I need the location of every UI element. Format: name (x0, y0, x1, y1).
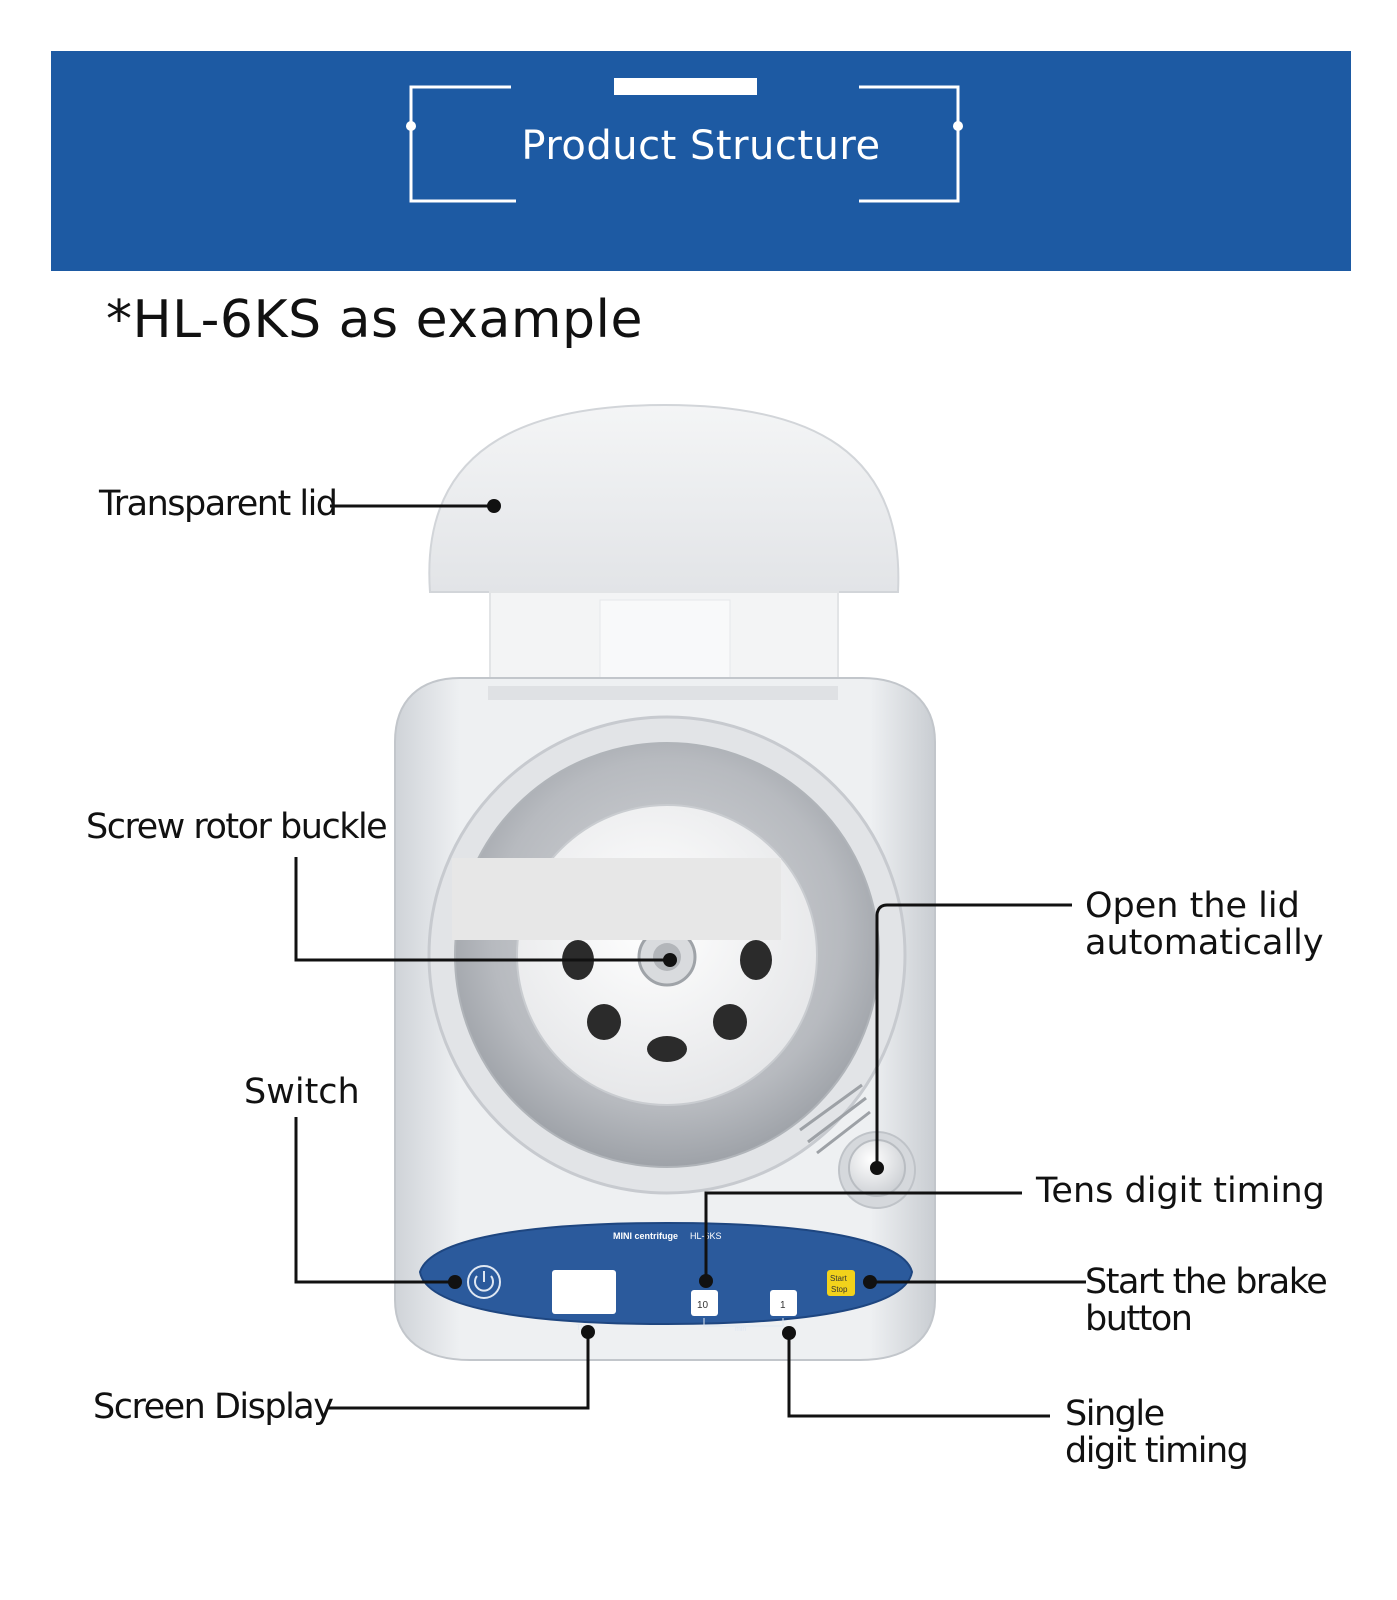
rotor-hole (713, 1004, 747, 1040)
lid-sheet-panel (599, 599, 731, 679)
start-text: Start (830, 1274, 848, 1283)
leader-lines (294, 504, 1086, 1418)
dot-screw-rotor-buckle (663, 953, 677, 967)
rotor-hole (647, 1036, 687, 1062)
dot-transparent-lid (487, 499, 501, 513)
min-unit-text: min (735, 1326, 746, 1333)
label-switch: Switch (244, 1072, 360, 1112)
label-single-digit: Single digit timing (1065, 1394, 1249, 1471)
hinge-bar (488, 686, 838, 700)
knob-grooves (799, 1083, 871, 1155)
label-single-digit-line2: digit timing (1065, 1431, 1249, 1471)
label-start-brake-line1: Start the brake (1085, 1262, 1328, 1302)
ones-key-label: 1 (780, 1300, 786, 1311)
tens-key-label: 10 (697, 1300, 709, 1311)
label-start-brake: Start the brake button (1085, 1262, 1328, 1339)
banner-tab (614, 78, 757, 95)
dot-start-brake (863, 1275, 877, 1289)
rotor-hole (587, 1004, 621, 1040)
dot-switch (448, 1275, 462, 1289)
dot-tens-digit (699, 1274, 713, 1288)
label-tens-digit: Tens digit timing (1036, 1171, 1325, 1211)
leader-screen-display (328, 1334, 590, 1410)
tens-digit-key[interactable] (691, 1290, 718, 1316)
label-screen-display: Screen Display (93, 1387, 334, 1427)
label-open-lid-line1: Open the lid (1085, 886, 1300, 926)
banner-dot-right (953, 121, 963, 131)
leader-open-lid (875, 903, 1072, 1165)
transparent-lid-dome (428, 403, 900, 593)
min-bracket (703, 1318, 784, 1327)
panel-brand-text: MINI centrifuge (613, 1231, 678, 1241)
ones-digit-key[interactable] (770, 1290, 797, 1316)
start-stop-button[interactable] (827, 1270, 855, 1296)
covered-label-area (452, 858, 781, 940)
label-open-lid: Open the lid automatically (1085, 888, 1324, 962)
dot-screen-display (581, 1325, 595, 1339)
label-transparent-lid: Transparent lid (99, 484, 338, 524)
label-open-lid-line2: automatically (1085, 923, 1324, 963)
label-screw-rotor-buckle: Screw rotor buckle (86, 807, 388, 847)
screen-display (552, 1270, 616, 1314)
banner-bracket-left (409, 85, 516, 203)
banner-frame (406, 78, 963, 203)
stop-text: Stop (831, 1285, 848, 1294)
power-button[interactable] (467, 1265, 501, 1299)
header-banner: Product Structure (51, 51, 1351, 271)
label-start-brake-line2: button (1085, 1299, 1193, 1339)
rotor-hole (740, 940, 772, 980)
leader-dots (448, 499, 884, 1340)
power-icon (474, 1275, 494, 1292)
label-single-digit-line1: Single (1065, 1394, 1165, 1434)
banner-dot-left (406, 121, 416, 131)
leader-switch (294, 1117, 455, 1284)
leader-single-digit (787, 1333, 1050, 1418)
leader-screw-rotor-buckle (294, 857, 667, 962)
page-subtitle: *HL-6KS as example (106, 290, 643, 350)
banner-title: Product Structure (521, 123, 881, 169)
banner-bracket-right (859, 85, 960, 203)
dot-single-digit (782, 1326, 796, 1340)
leader-tens-digit (704, 1191, 1022, 1280)
dot-open-lid (870, 1161, 884, 1175)
